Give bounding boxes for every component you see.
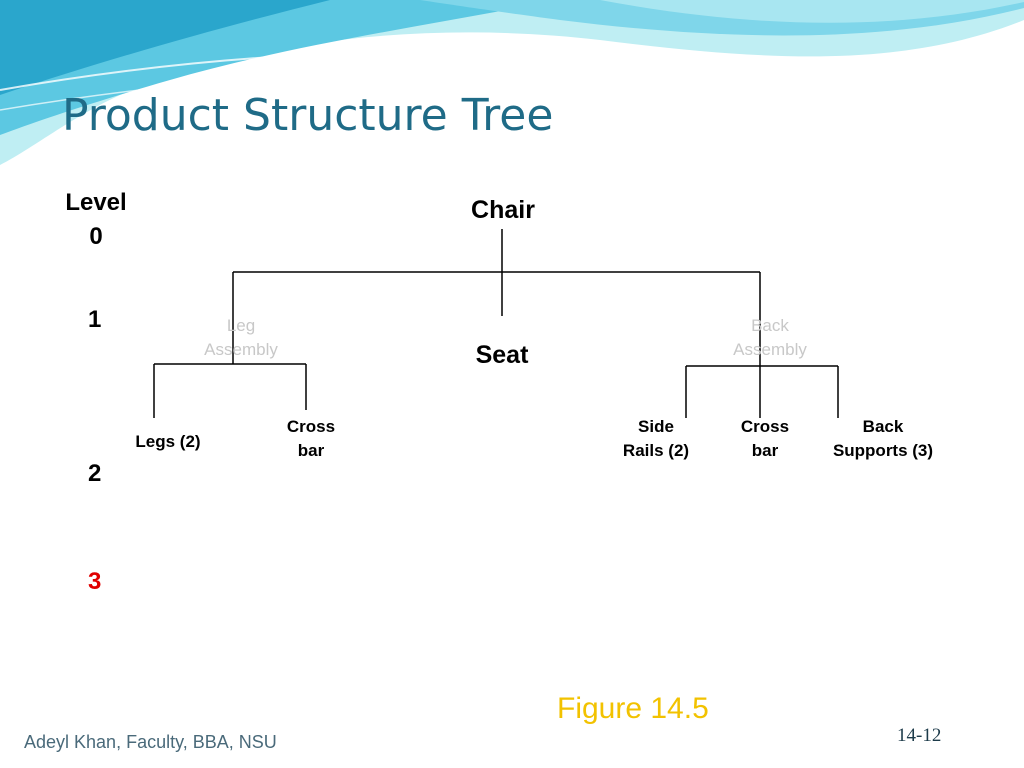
- footer-author: Adeyl Khan, Faculty, BBA, NSU: [24, 732, 277, 752]
- level-2-label: 2: [88, 460, 102, 487]
- node-leg-assembly: Leg Assembly: [204, 316, 278, 359]
- slide-title: Product Structure Tree: [62, 90, 554, 141]
- level-1-label: 1: [88, 306, 102, 333]
- node-back-supports: Back Supports (3): [832, 417, 934, 460]
- page-number: 14-12: [897, 725, 942, 746]
- level-3-label: 3: [88, 568, 102, 595]
- node-back-cross-bar: Cross bar: [740, 417, 790, 460]
- node-back-assembly: Back Assembly: [733, 316, 807, 359]
- level-0-header: Level 0: [56, 186, 136, 254]
- node-legs: Legs (2): [135, 432, 201, 451]
- node-side-rails: Side Rails (2): [622, 417, 690, 460]
- node-seat: Seat: [475, 341, 529, 369]
- figure-caption: Figure 14.5: [557, 692, 709, 725]
- node-leg-cross-bar: Cross bar: [286, 417, 336, 460]
- level-0-label: 0: [89, 223, 103, 250]
- header-wave-decoration: [0, 0, 1024, 165]
- level-header-word: Level: [65, 189, 127, 216]
- node-chair: Chair: [471, 196, 535, 224]
